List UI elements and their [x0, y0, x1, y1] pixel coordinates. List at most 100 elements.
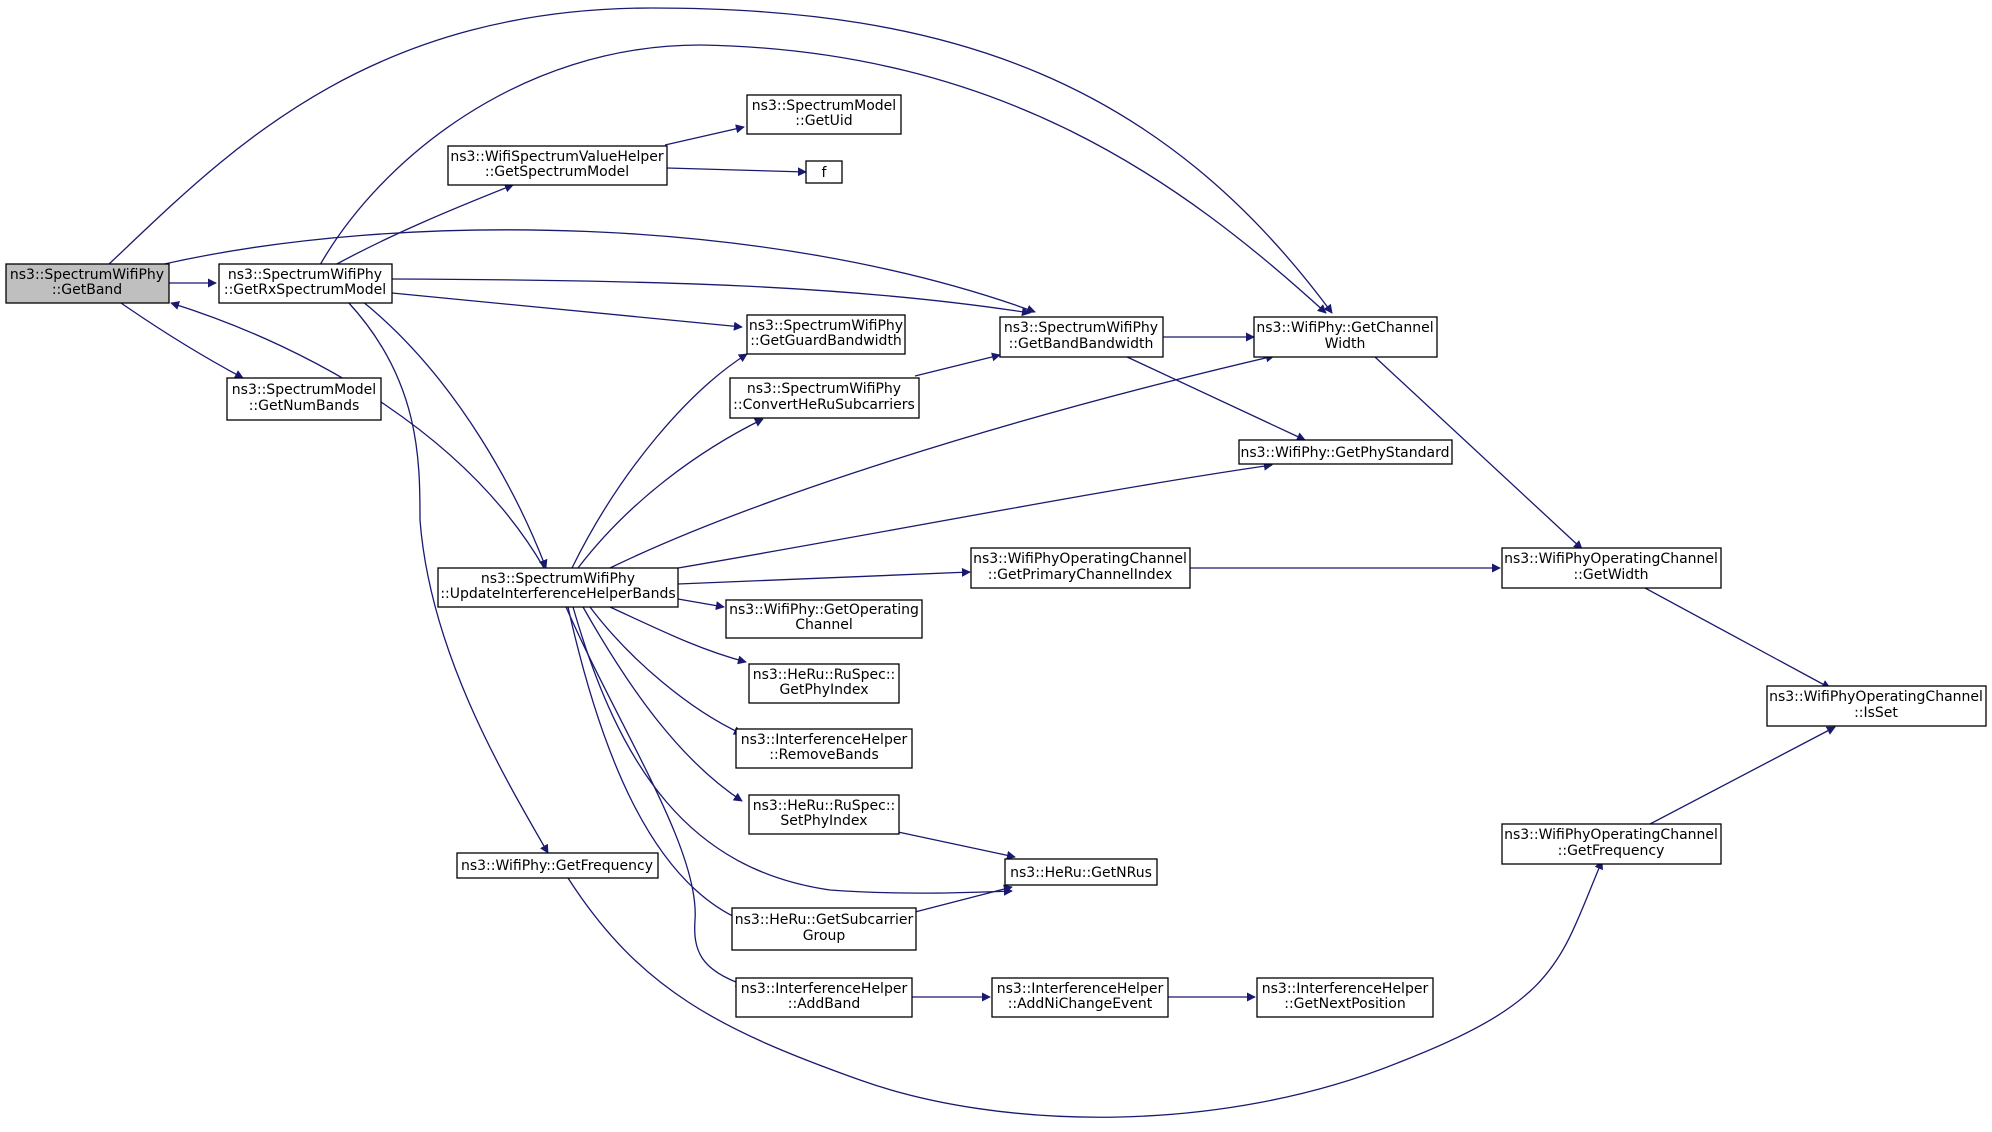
- node-updateinterferencehelperbands-line-1: ns3::SpectrumWifiPhy: [481, 571, 635, 587]
- node-getprimarychannelindex-line-1: ns3::WifiPhyOperatingChannel: [973, 551, 1187, 567]
- node-getphystandard-line-1: ns3::WifiPhy::GetPhyStandard: [1240, 445, 1449, 461]
- node-getband-line-1: ns3::SpectrumWifiPhy: [10, 267, 164, 283]
- edge-updateinterferencehelperbands-getband: [170, 301, 545, 569]
- node-getrxspectrummodel-line-1: ns3::SpectrumWifiPhy: [228, 267, 382, 283]
- edge-updateinterferencehelperbands-getprimarychannelindex: [677, 567, 971, 585]
- node-getchannelwidth-line-1: ns3::WifiPhy::GetChannel: [1256, 320, 1433, 336]
- node-getchannelwidth-line-2: Width: [1325, 336, 1366, 352]
- node-getfrequency-line-1: ns3::WifiPhy::GetFrequency: [461, 858, 653, 874]
- edge-updateinterferencehelperbands-getnrus: [572, 606, 1013, 896]
- edge-updateinterferencehelperbands-setphyindex: [582, 606, 743, 802]
- edge-getband-getbandbandwidth: [159, 229, 1036, 314]
- node-getband-line-2: ::GetBand: [52, 282, 122, 298]
- node-removebands[interactable]: ns3::InterferenceHelper ::RemoveBands: [735, 728, 913, 769]
- node-addband[interactable]: ns3::InterferenceHelper ::AddBand: [735, 977, 913, 1018]
- edge-updateinterferencehelperbands-getsubcarriergroup: [567, 606, 742, 921]
- node-getnextposition[interactable]: ns3::InterferenceHelper ::GetNextPositio…: [1256, 977, 1434, 1018]
- node-getsubcarriergroup[interactable]: ns3::HeRu::GetSubcarrier Group: [731, 907, 917, 951]
- node-removebands-line-1: ns3::InterferenceHelper: [741, 732, 908, 748]
- node-addband-line-2: ::AddBand: [788, 996, 860, 1012]
- edge-getband-getchannelwidth: [107, 7, 1333, 314]
- node-opchannel-getfrequency[interactable]: ns3::WifiPhyOperatingChannel ::GetFreque…: [1501, 823, 1722, 865]
- edge-updateinterferencehelperbands-addband: [565, 606, 745, 987]
- node-getuid[interactable]: ns3::SpectrumModel ::GetUid: [746, 94, 902, 135]
- node-addnichangeevent-line-2: ::AddNiChangeEvent: [1008, 996, 1153, 1012]
- node-getuid-line-2: ::GetUid: [795, 113, 852, 129]
- node-getnumbands[interactable]: ns3::SpectrumModel ::GetNumBands: [226, 377, 382, 421]
- node-getnumbands-line-2: ::GetNumBands: [249, 398, 360, 414]
- edge-updateinterferencehelperbands-getguardbandwidth: [571, 353, 748, 569]
- node-getphyindex[interactable]: ns3::HeRu::RuSpec:: GetPhyIndex: [748, 663, 900, 704]
- node-opchannel-getwidth-line-1: ns3::WifiPhyOperatingChannel: [1504, 551, 1718, 567]
- node-getoperatingchannel-line-2: Channel: [795, 617, 852, 633]
- node-opchannel-isset-line-1: ns3::WifiPhyOperatingChannel: [1769, 689, 1983, 705]
- node-getband[interactable]: ns3::SpectrumWifiPhy ::GetBand: [5, 263, 170, 304]
- edge-getrxspectrummodel-getguardbandwidth: [391, 292, 743, 331]
- node-updateinterferencehelperbands[interactable]: ns3::SpectrumWifiPhy ::UpdateInterferenc…: [437, 567, 679, 608]
- node-convertherusubcarriers[interactable]: ns3::SpectrumWifiPhy ::ConvertHeRuSubcar…: [729, 377, 920, 419]
- node-getnrus[interactable]: ns3::HeRu::GetNRus: [1004, 858, 1158, 886]
- edge-getrxspectrummodel-getfrequency: [347, 301, 549, 854]
- edge-updateinterferencehelperbands-getphyindex: [609, 606, 747, 665]
- node-addnichangeevent[interactable]: ns3::InterferenceHelper ::AddNiChangeEve…: [991, 977, 1169, 1018]
- edge-setphyindex-getnrus: [897, 831, 1016, 860]
- edges: [107, 7, 1836, 1118]
- node-getrxspectrummodel-line-2: ::GetRxSpectrumModel: [224, 282, 386, 298]
- node-getprimarychannelindex-line-2: ::GetPrimaryChannelIndex: [988, 567, 1173, 583]
- node-getbandbandwidth[interactable]: ns3::SpectrumWifiPhy ::GetBandBandwidth: [999, 316, 1164, 358]
- node-getnextposition-line-1: ns3::InterferenceHelper: [1262, 981, 1429, 997]
- node-opchannel-isset-line-2: ::IsSet: [1854, 705, 1898, 721]
- node-f[interactable]: f: [805, 160, 843, 184]
- node-getsubcarriergroup-line-1: ns3::HeRu::GetSubcarrier: [735, 912, 914, 928]
- edge-opchannel-getwidth-isset: [1644, 587, 1831, 689]
- edge-getrxspectrummodel-updateinterferencehelperbands: [361, 300, 548, 569]
- node-getphyindex-line-1: ns3::HeRu::RuSpec::: [753, 667, 896, 683]
- node-getspectrummodel[interactable]: ns3::WifiSpectrumValueHelper ::GetSpectr…: [447, 145, 668, 186]
- edge-getfrequency-opchannel-getfrequency: [567, 860, 1603, 1118]
- node-updateinterferencehelperbands-line-2: ::UpdateInterferenceHelperBands: [440, 586, 675, 602]
- node-getspectrummodel-line-1: ns3::WifiSpectrumValueHelper: [450, 149, 664, 165]
- edge-getchannelwidth-opchannel-getwidth: [1374, 356, 1583, 550]
- node-getguardbandwidth-line-2: ::GetGuardBandwidth: [750, 333, 902, 349]
- node-opchannel-isset[interactable]: ns3::WifiPhyOperatingChannel ::IsSet: [1766, 685, 1987, 727]
- node-removebands-line-2: ::RemoveBands: [769, 747, 878, 763]
- edge-updateinterferencehelperbands-removebands: [589, 606, 743, 735]
- edge-getspectrummodel-getuid: [664, 124, 745, 146]
- node-setphyindex-line-2: SetPhyIndex: [780, 813, 867, 829]
- node-getnextposition-line-2: ::GetNextPosition: [1284, 996, 1406, 1012]
- node-getuid-line-1: ns3::SpectrumModel: [752, 98, 896, 114]
- edge-updateinterferencehelperbands-getchannelwidth: [609, 353, 1275, 569]
- node-getoperatingchannel[interactable]: ns3::WifiPhy::GetOperating Channel: [725, 599, 923, 639]
- node-opchannel-getwidth-line-2: ::GetWidth: [1573, 567, 1648, 583]
- node-getphyindex-line-2: GetPhyIndex: [779, 682, 868, 698]
- edge-getsubcarriergroup-getnrus: [914, 884, 1013, 913]
- node-addband-line-1: ns3::InterferenceHelper: [741, 981, 908, 997]
- edge-getrxspectrummodel-getbandbandwidth: [391, 278, 1031, 317]
- node-getnrus-line-1: ns3::HeRu::GetNRus: [1010, 865, 1152, 881]
- node-getguardbandwidth[interactable]: ns3::SpectrumWifiPhy ::GetGuardBandwidth: [746, 314, 906, 355]
- node-opchannel-getfrequency-line-2: ::GetFrequency: [1558, 843, 1665, 859]
- node-addnichangeevent-line-1: ns3::InterferenceHelper: [997, 981, 1164, 997]
- edge-updateinterferencehelperbands-getphystandard: [677, 461, 1273, 569]
- node-getchannelwidth[interactable]: ns3::WifiPhy::GetChannel Width: [1253, 316, 1438, 358]
- node-opchannel-getwidth[interactable]: ns3::WifiPhyOperatingChannel ::GetWidth: [1501, 547, 1722, 589]
- edge-getband-getnumbands: [120, 302, 244, 379]
- node-getoperatingchannel-line-1: ns3::WifiPhy::GetOperating: [729, 602, 919, 618]
- node-getguardbandwidth-line-1: ns3::SpectrumWifiPhy: [749, 318, 903, 334]
- edge-opchannel-getfrequency-isset: [1649, 726, 1836, 825]
- node-f-line-1: f: [822, 165, 828, 181]
- edge-convertherusubcarriers-getbandbandwidth: [914, 352, 1001, 377]
- node-setphyindex-line-1: ns3::HeRu::RuSpec::: [753, 798, 896, 814]
- node-getspectrummodel-line-2: ::GetSpectrumModel: [485, 164, 629, 180]
- edge-getspectrummodel-f: [666, 167, 807, 177]
- node-getbandbandwidth-line-2: ::GetBandBandwidth: [1009, 336, 1154, 352]
- node-opchannel-getfrequency-line-1: ns3::WifiPhyOperatingChannel: [1504, 827, 1718, 843]
- node-getrxspectrummodel[interactable]: ns3::SpectrumWifiPhy ::GetRxSpectrumMode…: [218, 263, 393, 304]
- edge-updateinterferencehelperbands-convertherusubcarriers: [577, 418, 764, 569]
- node-getfrequency[interactable]: ns3::WifiPhy::GetFrequency: [456, 852, 659, 879]
- node-setphyindex[interactable]: ns3::HeRu::RuSpec:: SetPhyIndex: [748, 794, 900, 835]
- edge-getbandbandwidth-getphystandard: [1124, 355, 1306, 441]
- node-getprimarychannelindex[interactable]: ns3::WifiPhyOperatingChannel ::GetPrimar…: [970, 547, 1191, 589]
- node-getphystandard[interactable]: ns3::WifiPhy::GetPhyStandard: [1238, 439, 1453, 465]
